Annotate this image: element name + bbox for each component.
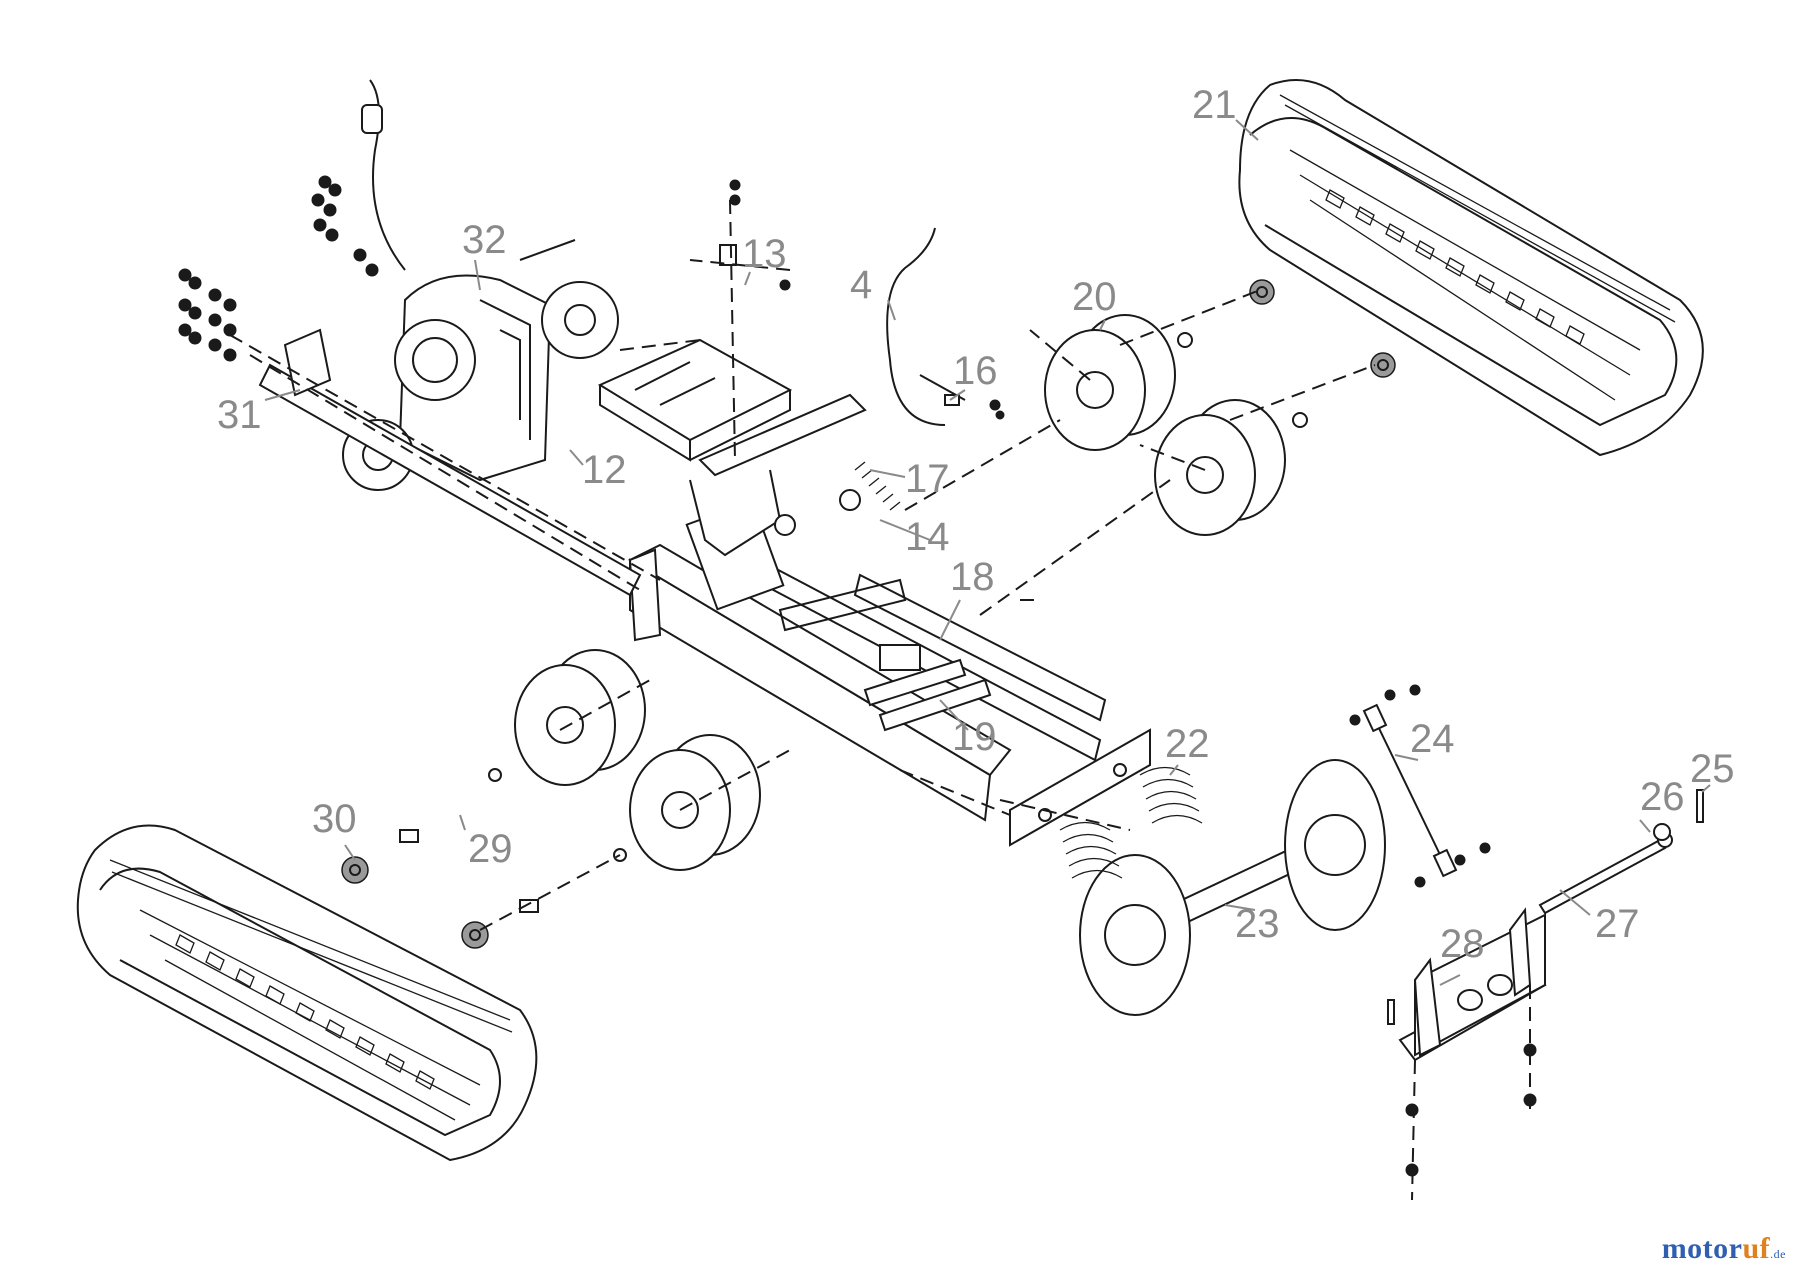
callout-30: 30: [312, 797, 357, 841]
roller-left-upper: [514, 649, 646, 786]
callout-12: 12: [582, 448, 627, 492]
callout-18: 18: [950, 555, 995, 599]
callout-24: 24: [1410, 717, 1455, 761]
callout-14: 14: [905, 515, 950, 559]
callout-4: 4: [850, 263, 872, 307]
spring-plate: [1009, 728, 1151, 847]
assembly-lines: [229, 199, 1531, 1201]
track-upper-right: [1238, 79, 1704, 457]
track-lower-left: [76, 824, 538, 1162]
callout-17: 17: [905, 457, 950, 501]
callout-23: 23: [1235, 902, 1280, 946]
roller-right-lower: [1154, 399, 1286, 536]
callout-32: 32: [462, 218, 507, 262]
callout-29: 29: [468, 827, 513, 871]
callout-19: 19: [952, 715, 997, 759]
callout-27: 27: [1595, 902, 1640, 946]
sprocket-right: [541, 281, 619, 359]
mount-bracket: [1398, 907, 1547, 1062]
rear-axle: [1079, 759, 1386, 1016]
watermark-part-de: .de: [1770, 1247, 1786, 1261]
long-shaft: [1538, 832, 1673, 915]
watermark-part-uf: uf: [1742, 1232, 1771, 1265]
callout-21: 21: [1192, 83, 1237, 127]
callout-13: 13: [742, 232, 787, 276]
drive-axle: [258, 328, 642, 597]
motoruf-watermark: motoruf.de: [1662, 1232, 1786, 1266]
cable: [886, 227, 966, 426]
callout-22: 22: [1165, 722, 1210, 766]
tension-rod: [1362, 703, 1458, 878]
callout-28: 28: [1440, 922, 1485, 966]
spring-upper: [1139, 766, 1203, 824]
callout-26: 26: [1640, 775, 1685, 819]
callout-labels: 21 32 13 4 20 16 31 12 17 14 18 19 22 24…: [217, 83, 1735, 966]
spring-lower: [1059, 821, 1123, 879]
callout-31: 31: [217, 393, 262, 437]
roller-left-lower: [629, 734, 761, 871]
spring-17: [854, 461, 901, 511]
callout-16: 16: [953, 349, 998, 393]
watermark-part-motor: motor: [1661, 1232, 1743, 1265]
roller-20: [1044, 314, 1176, 451]
callout-25: 25: [1690, 747, 1735, 791]
leader-lines: [264, 119, 1711, 986]
gearbox: [361, 79, 609, 482]
callout-20: 20: [1072, 275, 1117, 319]
upper-bracket: [597, 338, 867, 557]
